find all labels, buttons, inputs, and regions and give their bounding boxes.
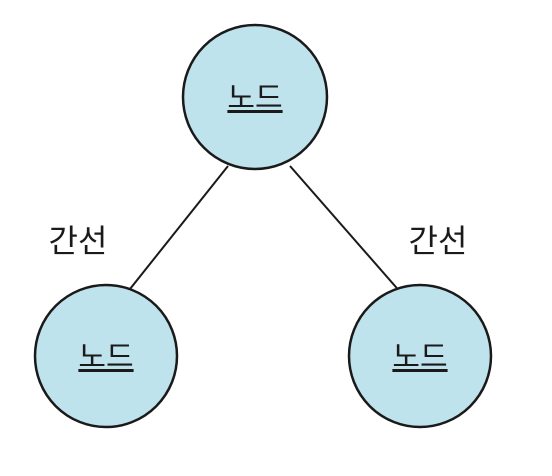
node-root: 노드: [181, 23, 329, 171]
node-left-child-label: 노드: [78, 340, 133, 375]
node-right-child-circle: [347, 283, 493, 429]
node-left-child: 노드: [33, 283, 179, 429]
edge-label-right: 간선: [409, 222, 468, 260]
edge-root-right: [289, 165, 403, 295]
node-left-child-circle: [33, 283, 179, 429]
node-root-circle: [181, 23, 329, 171]
node-right-child-label: 노드: [392, 340, 447, 375]
node-right-child: 노드: [347, 283, 493, 429]
node-root-label: 노드: [227, 81, 282, 116]
edge-root-left: [125, 165, 229, 295]
edge-label-left: 간선: [49, 222, 108, 260]
